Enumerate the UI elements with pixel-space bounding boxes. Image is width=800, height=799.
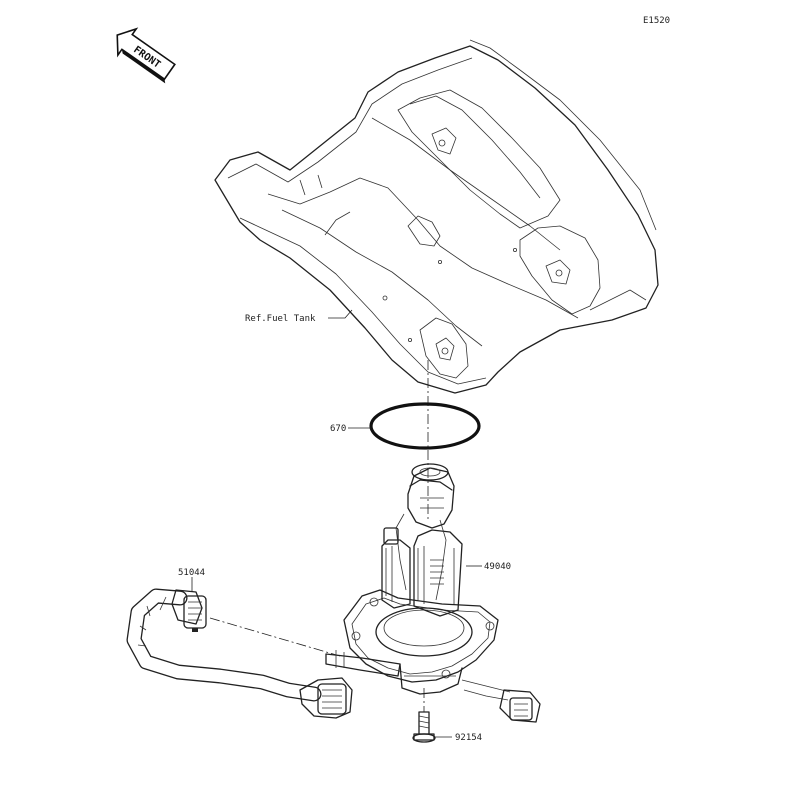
front-arrow-icon: FRONT xyxy=(116,27,176,84)
label-fuel-tank: Ref.Fuel Tank xyxy=(245,314,316,324)
o-ring xyxy=(369,402,481,450)
label-o-ring: 670 xyxy=(330,424,346,434)
bolt xyxy=(412,711,436,743)
fuel-hose xyxy=(126,588,353,719)
fuel-pump xyxy=(325,463,541,723)
label-fuel-hose: 51044 xyxy=(178,568,205,578)
label-bolt: 92154 xyxy=(455,733,482,743)
label-fuel-pump: 49040 xyxy=(484,562,511,572)
fuel-tank xyxy=(214,39,659,394)
diagram-code: E1520 xyxy=(643,16,670,26)
